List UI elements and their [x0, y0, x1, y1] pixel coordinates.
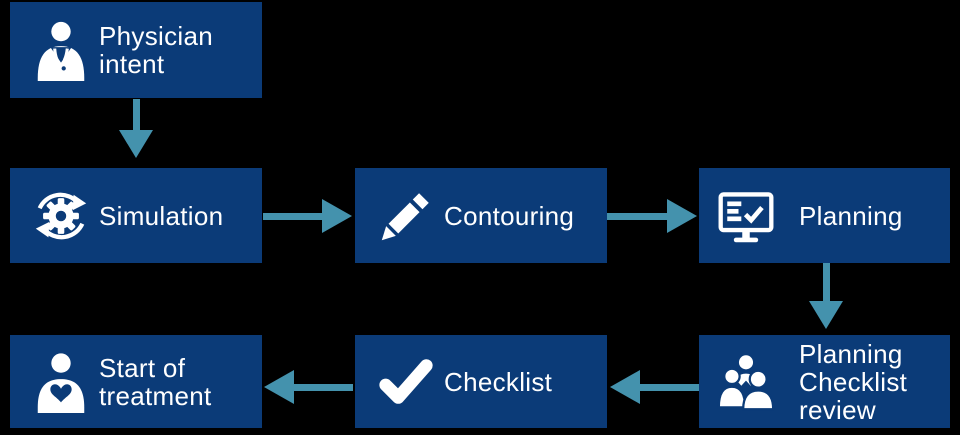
- node-physician-intent: Physician intent: [10, 2, 262, 98]
- node-planning: Planning: [699, 168, 950, 263]
- pencil-icon: [375, 185, 437, 247]
- node-label-checklist: Checklist: [444, 366, 553, 397]
- node-contouring: Contouring: [355, 168, 607, 263]
- node-label-physician-intent: Physician intent: [99, 21, 213, 79]
- node-label-simulation: Simulation: [99, 200, 224, 231]
- gear-sync-icon: [30, 185, 92, 247]
- node-checklist: Checklist: [355, 335, 607, 428]
- checkmark-icon: [375, 351, 437, 413]
- node-label-planning: Planning: [799, 200, 903, 231]
- node-simulation: Simulation: [10, 168, 262, 263]
- monitor-checklist-icon: [716, 186, 776, 246]
- node-label-start-of-treatment: Start of treatment: [99, 352, 212, 411]
- node-label-contouring: Contouring: [444, 200, 575, 231]
- physician-icon: [30, 19, 92, 81]
- node-planning-checklist-review: Planning Checklist review: [699, 335, 950, 428]
- node-start-of-treatment: Start of treatment: [10, 335, 262, 428]
- node-label-planning-checklist-review: Planning Checklist review: [799, 338, 908, 425]
- team-icon: [716, 352, 776, 412]
- patient-heart-icon: [30, 351, 92, 413]
